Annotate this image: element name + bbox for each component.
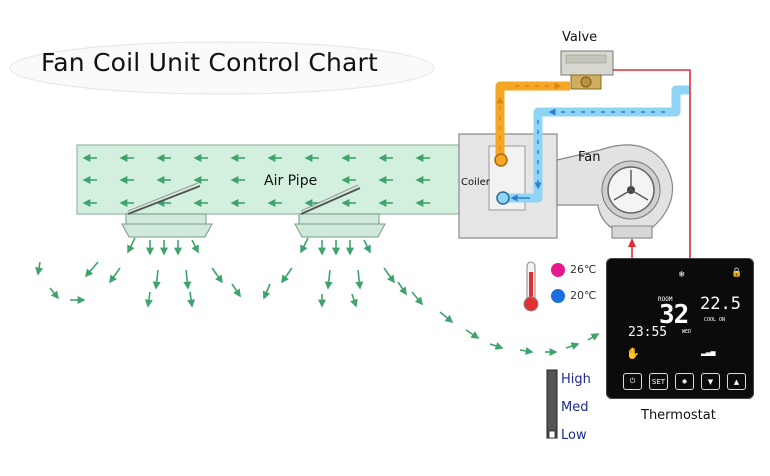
air-pipe-label: Air Pipe (264, 173, 318, 189)
coiler-label: Coiler (461, 177, 490, 188)
set-temperature: 22.5 (700, 294, 741, 314)
room-label: ROOM (658, 296, 673, 303)
down-button[interactable]: ▼ (701, 373, 720, 390)
title-ellipse (9, 41, 435, 95)
diffuser-right (294, 184, 386, 238)
airflow-arrow (152, 269, 161, 290)
clock-display: 23:55 (628, 325, 668, 340)
hot-pipe-port (494, 153, 508, 167)
airflow-arrow (324, 269, 333, 290)
diffuser-left (121, 182, 213, 238)
outflow-arrows (35, 237, 600, 356)
airflow-arrow (411, 291, 424, 306)
airflow-arrow (49, 287, 59, 300)
airflow-arrow (363, 239, 371, 254)
hand-icon: ✋ (626, 347, 640, 360)
valve-label: Valve (562, 30, 598, 45)
airflow-arrow (383, 267, 395, 284)
fan-label: Fan (578, 150, 601, 165)
airflow-arrow (300, 237, 309, 254)
airflow-arrow (565, 342, 580, 350)
set-button[interactable]: SET (649, 373, 668, 390)
speed-high-label: High (561, 372, 591, 387)
cold-temp-dot (551, 289, 565, 303)
airflow-arrow (211, 267, 223, 284)
airflow-arrow (127, 237, 136, 254)
duct-airflow-arrows (82, 154, 430, 207)
airflow-arrow (84, 261, 99, 278)
room-temperature: 32 (659, 300, 689, 330)
thermostat-panel: ❄ 🔒 ROOM 32 22.5 COOL ON 23:55 WED ✋ ▂▃▄… (606, 258, 754, 399)
hot-temp-label: 26℃ (570, 263, 597, 276)
airflow-arrow (144, 291, 153, 308)
power-button[interactable]: ⏻ (623, 373, 642, 390)
cold-temp-label: 20℃ (570, 289, 597, 302)
speed-med-label: Med (561, 400, 589, 415)
snowflake-icon: ❄ (679, 270, 685, 280)
mode-indicator: COOL ON (704, 317, 726, 323)
airflow-arrow (397, 281, 407, 296)
airflow-arrow (109, 267, 121, 284)
up-button[interactable]: ▲ (727, 373, 746, 390)
airflow-arrow (465, 329, 480, 339)
day-display: WED (682, 329, 692, 335)
airflow-arrow (489, 342, 504, 350)
airflow-arrow (439, 311, 454, 324)
airflow-arrow (183, 269, 192, 290)
fan-mode-button[interactable]: ✹ (675, 373, 694, 390)
lock-icon: 🔒 (731, 268, 743, 278)
thermostat-label: Thermostat (641, 408, 716, 423)
page-title: Fan Coil Unit Control Chart (41, 48, 379, 77)
airflow-arrow (519, 347, 534, 355)
valve-control-wire (613, 69, 691, 258)
airflow-arrow (35, 261, 43, 276)
airflow-arrow (262, 283, 271, 300)
cold-pipe-port (496, 191, 510, 205)
valve (560, 50, 614, 90)
fan-level-icon: ▂▃▄ (701, 347, 716, 356)
airflow-arrow (355, 269, 364, 290)
fan-speed-bar (546, 369, 558, 439)
thermometer-icon (523, 261, 539, 312)
hot-temp-dot (551, 263, 565, 277)
airflow-arrow (350, 293, 358, 308)
cold-water-pipe (505, 85, 690, 203)
airflow-arrow (281, 267, 293, 284)
airflow-arrow (587, 333, 600, 341)
fan-unit (556, 144, 674, 239)
airflow-arrow (191, 239, 199, 254)
airflow-arrow (231, 283, 241, 298)
speed-low-label: Low (561, 428, 587, 443)
airflow-arrow (187, 291, 196, 308)
